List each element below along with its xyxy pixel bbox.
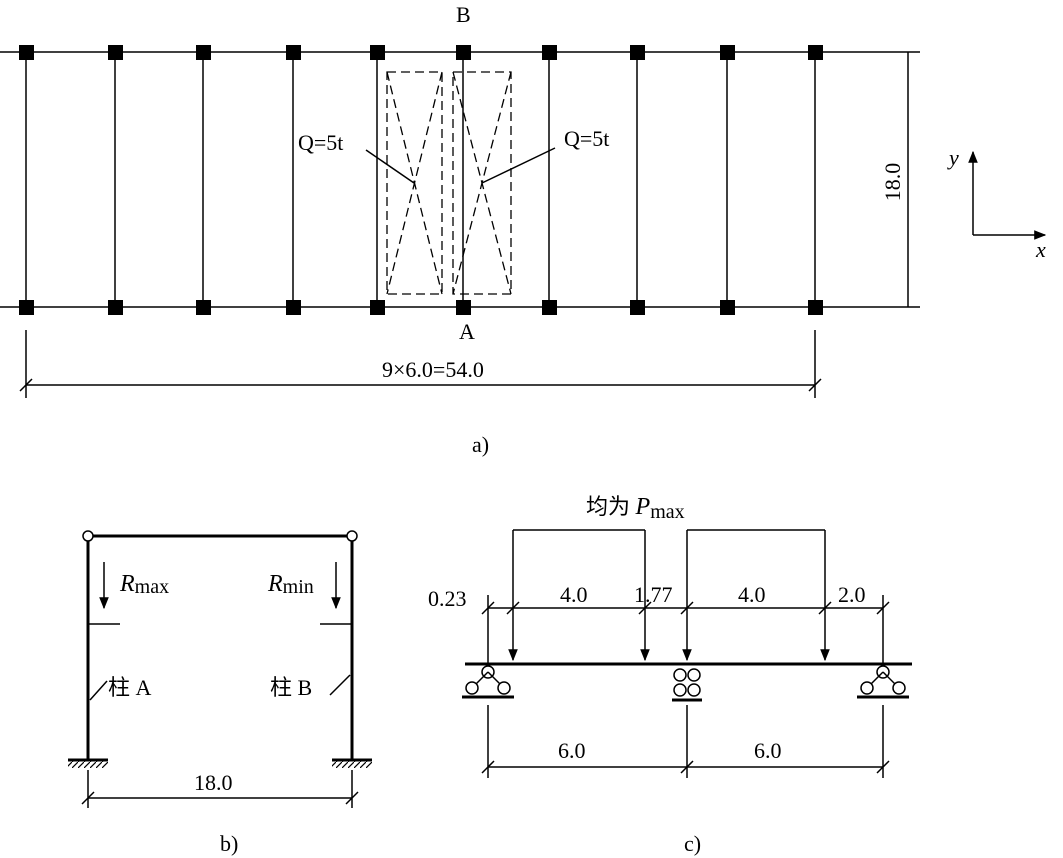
column-square <box>720 45 735 60</box>
x-axis-label: x <box>1035 237 1046 262</box>
hinge-right <box>346 530 358 542</box>
column-b-leader <box>329 674 351 696</box>
plan-columns <box>19 45 823 315</box>
span-dim-label: 18.0 <box>194 770 233 795</box>
span-dim-tick-left <box>81 791 95 805</box>
column-square <box>456 45 471 60</box>
dim-4-0-right: 4.0 <box>738 582 766 607</box>
plan-frame-lines <box>25 52 816 307</box>
top-dim-tick <box>638 601 652 615</box>
column-square <box>542 300 557 315</box>
bottom-dim-tick <box>876 760 890 774</box>
dim-2-0: 2.0 <box>838 582 866 607</box>
column-square <box>19 300 34 315</box>
load-label: 均为 Pmax <box>586 494 685 523</box>
column-square <box>286 45 301 60</box>
length-dim-tick-right <box>808 378 822 392</box>
panel-c-crane-beam: 均为 Pmax 0.23 4.0 1.77 4.0 2.0 <box>428 494 912 856</box>
column-square <box>720 300 735 315</box>
r-max-label: Rmax <box>119 571 169 598</box>
top-dim-tick <box>481 601 495 615</box>
label-a: A <box>459 319 475 344</box>
bottom-dim-tick <box>481 760 495 774</box>
column-square <box>808 300 823 315</box>
column-a-leader <box>89 680 108 701</box>
column-b-label: 柱 B <box>270 675 312 700</box>
column-square <box>630 45 645 60</box>
height-dim-label: 18.0 <box>880 163 905 202</box>
column-square <box>630 300 645 315</box>
column-square <box>370 300 385 315</box>
y-axis-label: y <box>947 145 959 170</box>
caption-b: b) <box>220 831 238 856</box>
panel-b-frame: Rmax Rmin 柱 A 柱 B 18.0 b) <box>68 530 372 856</box>
column-square <box>808 45 823 60</box>
dim-0-23: 0.23 <box>428 586 467 611</box>
top-dim-tick <box>818 601 832 615</box>
pin-support-left <box>462 665 514 699</box>
caption-c: c) <box>684 831 701 856</box>
r-min-label: Rmin <box>267 571 314 598</box>
q-right-leader <box>481 147 556 184</box>
crane-left-outline <box>386 71 443 295</box>
column-square <box>370 45 385 60</box>
column-square <box>108 45 123 60</box>
column-square <box>286 300 301 315</box>
caption-a: a) <box>472 432 489 457</box>
pin-support-right <box>857 665 909 699</box>
label-b: B <box>456 2 471 27</box>
q-right-label: Q=5t <box>564 126 609 151</box>
span-dim-tick-right <box>345 791 359 805</box>
length-dim-label: 9×6.0=54.0 <box>382 357 484 382</box>
q-left-leader <box>365 149 415 184</box>
dim-4-0-left: 4.0 <box>560 582 588 607</box>
q-left-label: Q=5t <box>298 130 343 155</box>
length-dim-tick-left <box>19 378 33 392</box>
top-dim-tick <box>876 601 890 615</box>
panel-a-plan-view: Q=5t Q=5t B A 18.0 y x 9×6.0=54.0 a) <box>0 2 1047 457</box>
column-square <box>542 45 557 60</box>
column-square <box>196 300 211 315</box>
roller-support-middle <box>672 668 702 702</box>
top-dim-tick <box>680 601 694 615</box>
span-right-label: 6.0 <box>754 738 782 763</box>
bottom-dim-tick <box>680 760 694 774</box>
fixed-support-left-hatch <box>68 760 108 768</box>
dim-1-77: 1.77 <box>634 582 673 607</box>
column-square <box>456 300 471 315</box>
column-square <box>19 45 34 60</box>
top-dim-tick <box>506 601 520 615</box>
hinge-left <box>82 530 94 542</box>
column-square <box>108 300 123 315</box>
column-a-label: 柱 A <box>108 675 152 700</box>
span-left-label: 6.0 <box>558 738 586 763</box>
column-square <box>196 45 211 60</box>
fixed-support-right-hatch <box>332 760 372 768</box>
